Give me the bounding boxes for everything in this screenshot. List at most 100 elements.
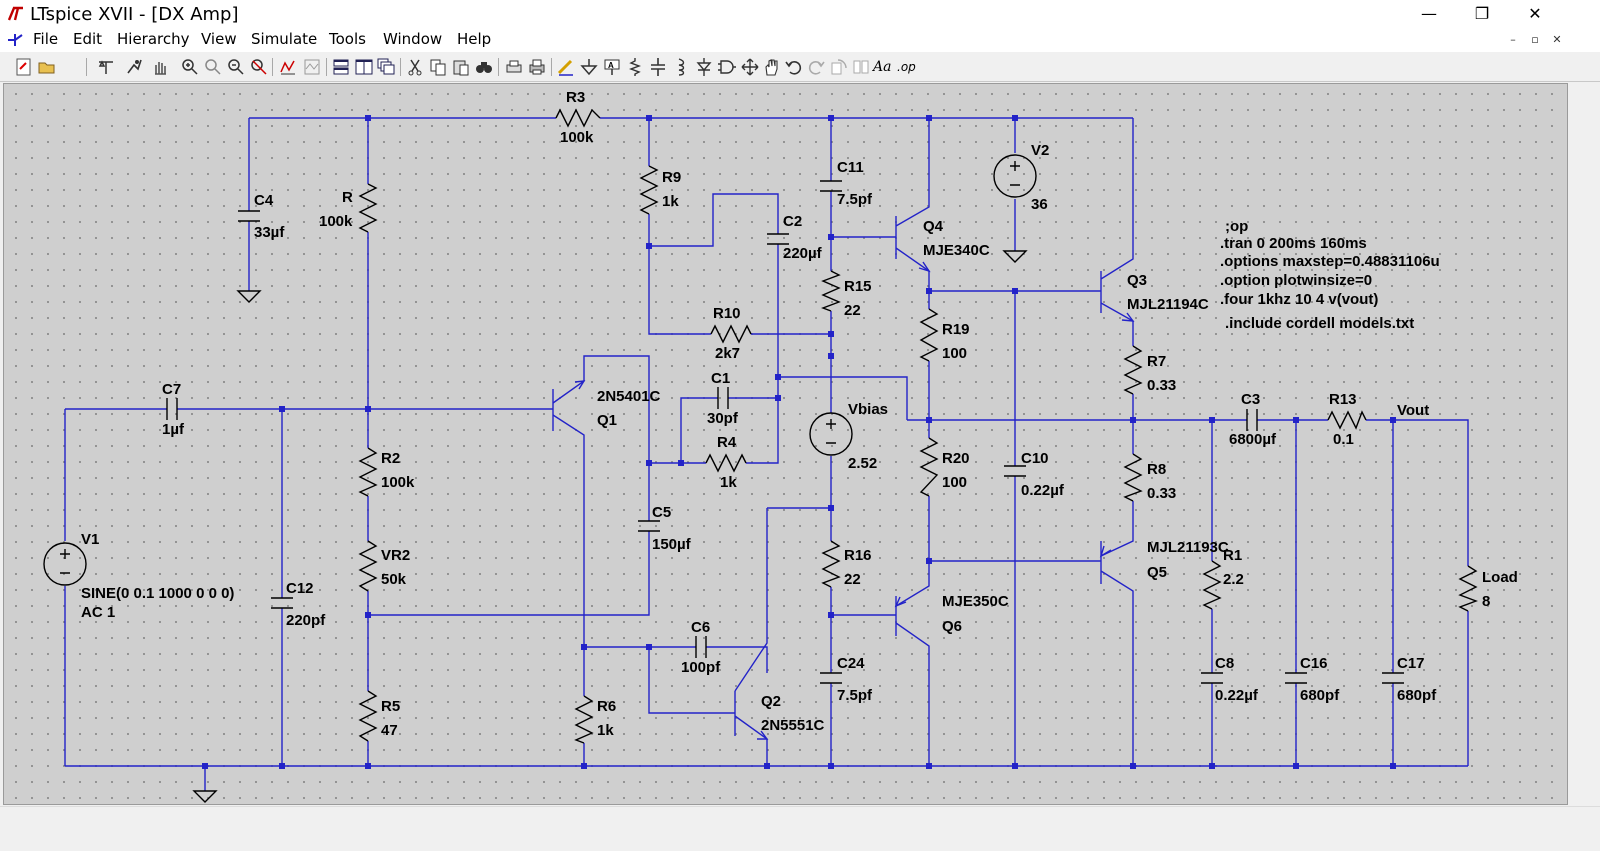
spice-directives[interactable]: ;op .tran 0 200ms 160ms .options maxstep… [1220, 218, 1440, 332]
directive-line: .options maxstep=0.48831106u [1220, 253, 1440, 270]
control-panel-icon[interactable] [96, 57, 116, 77]
move-icon[interactable] [740, 57, 760, 77]
rotate-icon[interactable] [829, 57, 849, 77]
capacitor-C3 [1246, 409, 1258, 431]
autorange-icon[interactable] [278, 57, 298, 77]
diode-icon[interactable] [694, 57, 714, 77]
menu-help[interactable]: Help [457, 30, 492, 48]
label-R-name: R [342, 189, 353, 206]
label-R2-value: 100k [381, 474, 415, 491]
capacitor-icon[interactable] [648, 57, 668, 77]
label-C16-name: C16 [1300, 655, 1328, 672]
label-Load-name: Load [1482, 569, 1518, 586]
menu-edit[interactable]: Edit [73, 30, 103, 48]
zoom-out-icon[interactable] [226, 57, 246, 77]
tile-vertical-icon[interactable] [354, 57, 374, 77]
capacitor-C17 [1382, 672, 1404, 684]
label-R-value: 100k [319, 213, 353, 230]
resistor-Load [1458, 565, 1478, 612]
maximize-button[interactable]: ❐ [1474, 4, 1490, 23]
menu-hierarchy[interactable]: Hierarchy [117, 30, 190, 48]
label-VR2-name: VR2 [381, 547, 410, 564]
label-R9-name: R9 [662, 169, 681, 186]
v2-source [993, 154, 1037, 198]
label-C17-value: 680pf [1397, 687, 1437, 704]
label-R6-value: 1k [597, 722, 614, 739]
run-icon[interactable] [124, 57, 144, 77]
label-C4-value: 33µf [254, 224, 285, 241]
wire-icon[interactable] [556, 57, 576, 77]
capacitor-C24 [820, 672, 842, 684]
label-C6-name: C6 [691, 619, 710, 636]
menu-window[interactable]: Window [383, 30, 443, 48]
close-button[interactable]: ✕ [1528, 4, 1542, 23]
inductor-icon[interactable] [671, 57, 691, 77]
resistor-R5 [358, 690, 378, 742]
pan-icon[interactable] [150, 57, 170, 77]
zoom-full-icon[interactable] [203, 57, 223, 77]
menu-file[interactable]: File [33, 30, 59, 48]
spice-directive-icon[interactable]: .op [897, 60, 916, 74]
paste-icon[interactable] [451, 57, 471, 77]
resistor-R2 [358, 447, 378, 497]
copy-icon[interactable] [428, 57, 448, 77]
label-C8-value: 0.22µf [1215, 687, 1259, 704]
label-C5-value: 150µf [652, 536, 692, 553]
label-C5-name: C5 [652, 504, 671, 521]
resistor-R19 [919, 308, 939, 362]
label-Q1-value: 2N5401C [597, 388, 661, 405]
ltspice-logo-icon [7, 6, 23, 21]
undo-icon[interactable] [784, 57, 804, 77]
mirror-icon[interactable] [851, 57, 871, 77]
label-Q3-name: Q3 [1127, 272, 1147, 289]
component-symbols [166, 108, 1478, 803]
q2-emitter-arrow [757, 730, 769, 740]
zoom-cancel-icon[interactable] [249, 57, 269, 77]
open-icon[interactable] [37, 57, 57, 77]
waveform-icon[interactable] [302, 57, 322, 77]
resistor-icon[interactable] [625, 57, 645, 77]
label-Q6-name: Q6 [942, 618, 962, 635]
resistor-R10 [710, 324, 752, 344]
find-icon[interactable] [474, 57, 494, 77]
print-icon[interactable] [527, 57, 547, 77]
tile-horizontal-icon[interactable] [331, 57, 351, 77]
new-schematic-icon[interactable] [14, 57, 34, 77]
print-setup-icon[interactable] [504, 57, 524, 77]
cut-icon[interactable] [405, 57, 425, 77]
label-R10-value: 2k7 [715, 345, 740, 362]
capacitor-C4 [238, 210, 260, 222]
ground-c4 [236, 290, 262, 303]
label-C17-name: C17 [1397, 655, 1425, 672]
label-icon[interactable]: A [602, 57, 622, 77]
directive-line: .four 1khz 10 4 v(vout) [1220, 291, 1378, 308]
text-icon[interactable]: Aa [873, 59, 892, 75]
label-R1-name: R1 [1223, 547, 1242, 564]
menu-simulate[interactable]: Simulate [251, 30, 318, 48]
label-R13-name: R13 [1329, 391, 1357, 408]
minimize-button[interactable]: — [1421, 4, 1437, 23]
label-R19-value: 100 [942, 345, 967, 362]
resistor-R8 [1123, 453, 1143, 502]
capacitor-C2 [767, 233, 789, 245]
component-icon[interactable] [717, 57, 737, 77]
zoom-in-icon[interactable] [180, 57, 200, 77]
label-Q2-name: Q2 [761, 693, 781, 710]
schematic-drawing: R3 100k C4 33µf R 100k R9 1k C11 7.5pf V… [43, 89, 1518, 803]
schematic-doc-icon[interactable] [6, 31, 24, 49]
label-V2-value: 36 [1031, 196, 1048, 213]
menu-bar: File Edit Hierarchy View Simulate Tools … [0, 28, 1600, 52]
menu-tools[interactable]: Tools [329, 30, 366, 48]
menu-view[interactable]: View [201, 30, 237, 48]
vertical-scrollbar[interactable] [1568, 83, 1600, 803]
mdi-close-button[interactable]: ✕ [1552, 33, 1562, 46]
drag-icon[interactable] [762, 57, 782, 77]
schematic-canvas[interactable]: R3 100k C4 33µf R 100k R9 1k C11 7.5pf V… [3, 83, 1568, 805]
capacitor-C8 [1201, 672, 1223, 684]
mdi-minimize-button[interactable]: – [1510, 33, 1516, 46]
mdi-restore-button[interactable]: ▫ [1531, 33, 1539, 46]
redo-icon[interactable] [806, 57, 826, 77]
cascade-icon[interactable] [376, 57, 396, 77]
ground-icon[interactable] [579, 57, 599, 77]
q4-emitter-arrow [918, 261, 931, 273]
